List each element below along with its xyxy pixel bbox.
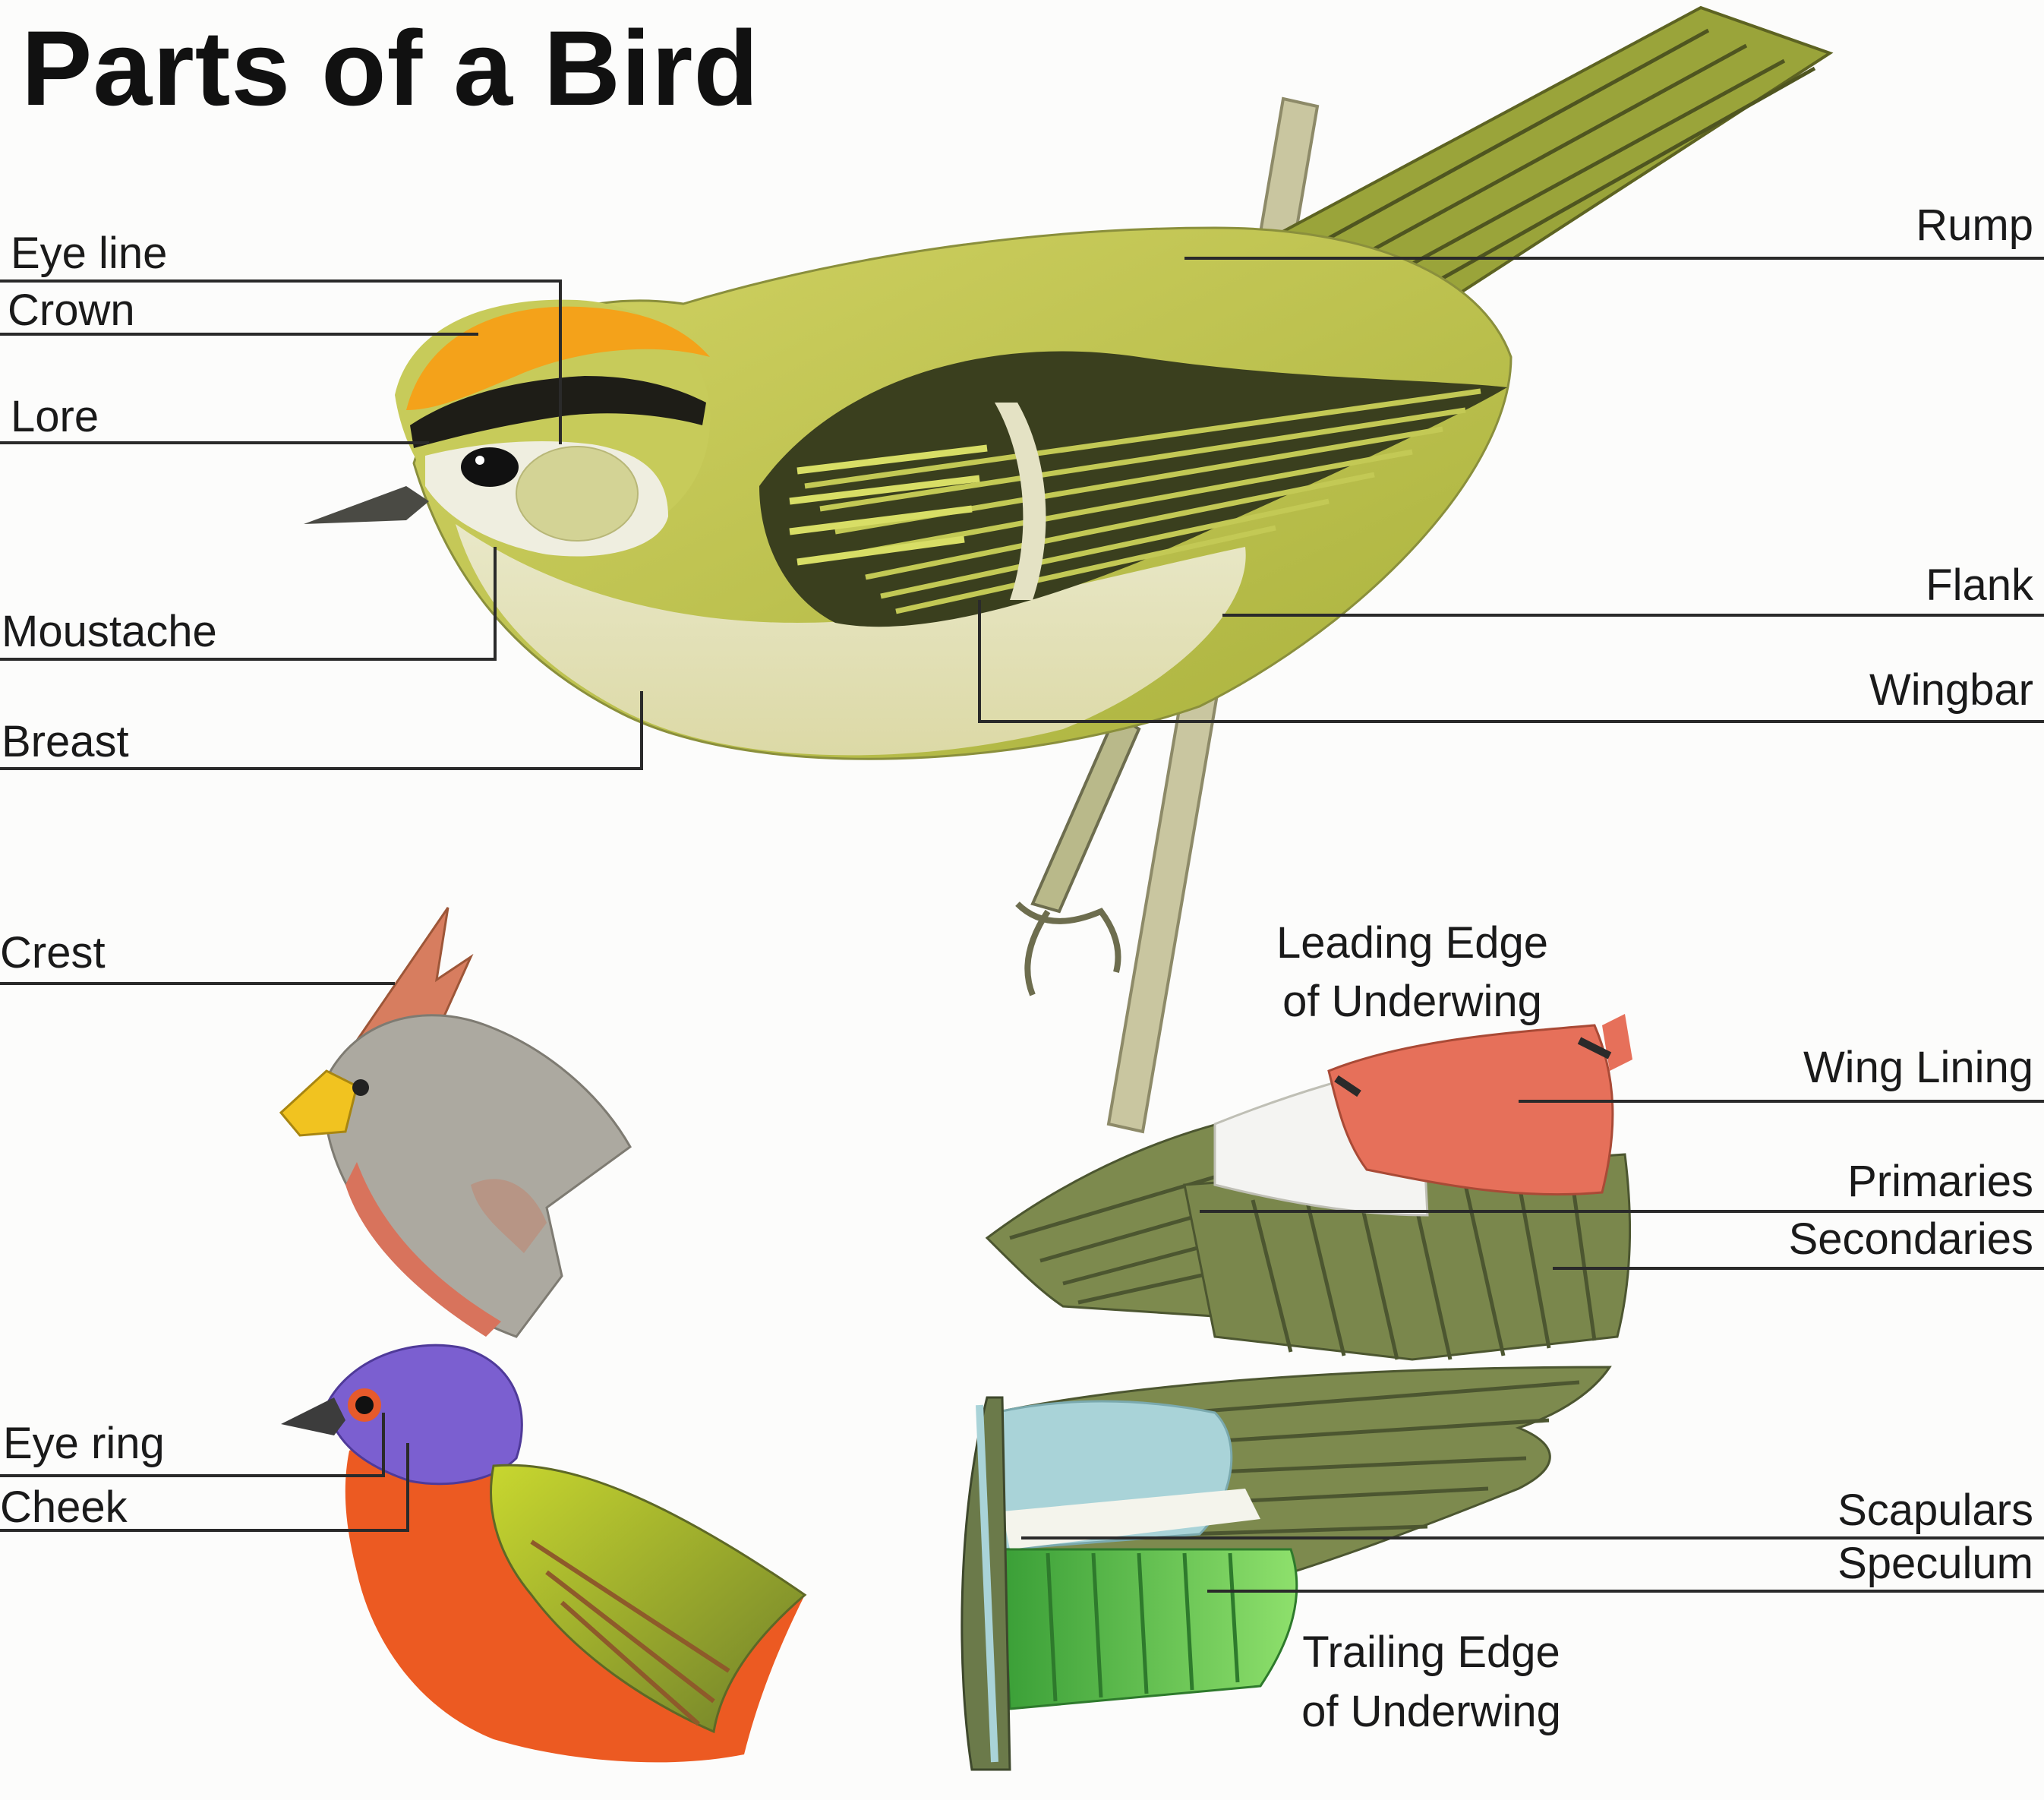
label-wing-lining: Wing Lining [1803, 1046, 2033, 1090]
label-trailing-edge-line2: of Underwing [1241, 1690, 1621, 1734]
bunting-illustration [281, 1345, 805, 1762]
label-crest: Crest [0, 931, 106, 975]
label-eye-ring: Eye ring [3, 1422, 165, 1466]
label-leading-edge-line1: Leading Edge [1222, 921, 1602, 965]
cardinal-eye [352, 1079, 369, 1096]
warbler-eye [461, 447, 519, 487]
label-trailing-edge-line1: Trailing Edge [1241, 1631, 1621, 1675]
label-moustache: Moustache [2, 610, 217, 654]
label-flank: Flank [1926, 564, 2033, 608]
cardinal-illustration [281, 908, 630, 1337]
label-primaries: Primaries [1847, 1160, 2033, 1204]
label-secondaries: Secondaries [1789, 1217, 2033, 1262]
label-scapulars: Scapulars [1837, 1489, 2033, 1533]
label-eye-line: Eye line [11, 232, 167, 276]
label-breast: Breast [2, 720, 129, 764]
label-rump: Rump [1916, 204, 2033, 248]
underwing-lining [1329, 1025, 1613, 1195]
bunting-eye [355, 1396, 374, 1414]
bunting-beak [281, 1397, 345, 1435]
label-cheek: Cheek [0, 1486, 128, 1530]
label-leading-edge-line2: of Underwing [1222, 980, 1602, 1024]
underwing-illustration [987, 1014, 1632, 1359]
label-speculum: Speculum [1837, 1542, 2033, 1586]
upperwing-speculum [1002, 1549, 1297, 1709]
page-title: Parts of a Bird [21, 15, 759, 122]
label-lore: Lore [11, 395, 99, 439]
label-wingbar: Wingbar [1869, 668, 2033, 712]
warbler-beak [304, 486, 429, 524]
cardinal-head [324, 1015, 630, 1337]
label-crown: Crown [8, 289, 135, 333]
cardinal-beak [281, 1071, 357, 1135]
